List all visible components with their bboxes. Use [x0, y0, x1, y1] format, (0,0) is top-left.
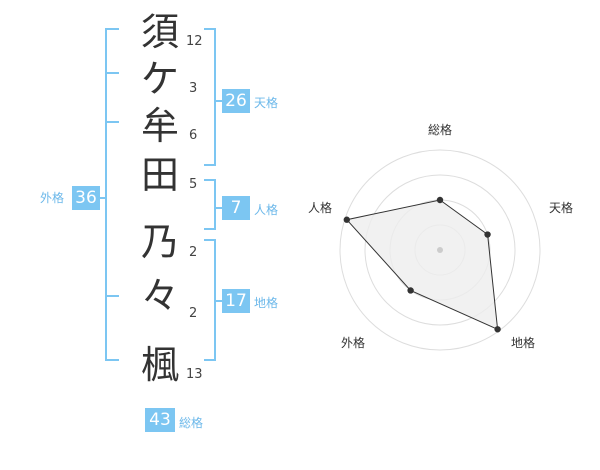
- stroke-count-7: 13: [186, 367, 203, 382]
- name-char-5: 乃: [140, 220, 179, 264]
- stroke-count-4: 5: [189, 177, 198, 192]
- chikaku-bracket: [204, 239, 216, 361]
- gaikaku-label: 外格: [40, 191, 65, 205]
- radar-point-3: [494, 326, 501, 333]
- stroke-count-1: 12: [186, 34, 203, 49]
- radar-point-4: [407, 287, 414, 294]
- name-char-6: 々: [140, 274, 179, 318]
- stroke-count-2: 3: [189, 81, 198, 96]
- radar-point-5: [343, 216, 350, 223]
- radar-grid-ring: [364, 174, 516, 326]
- jinkaku-bracket: [204, 179, 216, 230]
- stroke-count-5: 2: [189, 245, 198, 260]
- chikaku-value: 17: [222, 289, 250, 313]
- name-char-7: 楓: [140, 343, 179, 387]
- name-char-2: ケ: [140, 57, 179, 101]
- radar-point-2: [484, 231, 491, 238]
- radar-grid-ring: [339, 149, 541, 351]
- radar-center-point: [437, 247, 443, 253]
- stroke-count-3: 6: [189, 128, 198, 143]
- radar-label-gaikaku: 外格: [341, 336, 366, 350]
- name-char-1: 須: [140, 10, 179, 54]
- jinkaku-value: 7: [222, 196, 250, 220]
- stroke-count-6: 2: [189, 306, 198, 321]
- gaikaku-value: 36: [72, 186, 100, 210]
- tenkaku-bracket: [204, 28, 216, 166]
- soukaku-label: 総格: [179, 416, 204, 430]
- chikaku-label: 地格: [254, 296, 279, 310]
- radar-polygon: [345, 199, 499, 331]
- soukaku-value: 43: [145, 408, 175, 432]
- radar-label-chikaku: 地格: [511, 336, 536, 350]
- radar-label-tenkaku: 天格: [549, 201, 574, 215]
- radar-label-soukaku: 総格: [428, 123, 453, 137]
- radar-chart: [339, 149, 541, 351]
- jinkaku-label: 人格: [254, 203, 279, 217]
- name-char-4: 田: [140, 153, 179, 197]
- tenkaku-label: 天格: [254, 96, 279, 110]
- name-char-3: 牟: [140, 104, 179, 148]
- radar-point-1: [436, 196, 444, 204]
- tenkaku-value: 26: [222, 89, 250, 113]
- gaikaku-bracket: [105, 28, 119, 361]
- radar-label-jinkaku: 人格: [308, 201, 333, 215]
